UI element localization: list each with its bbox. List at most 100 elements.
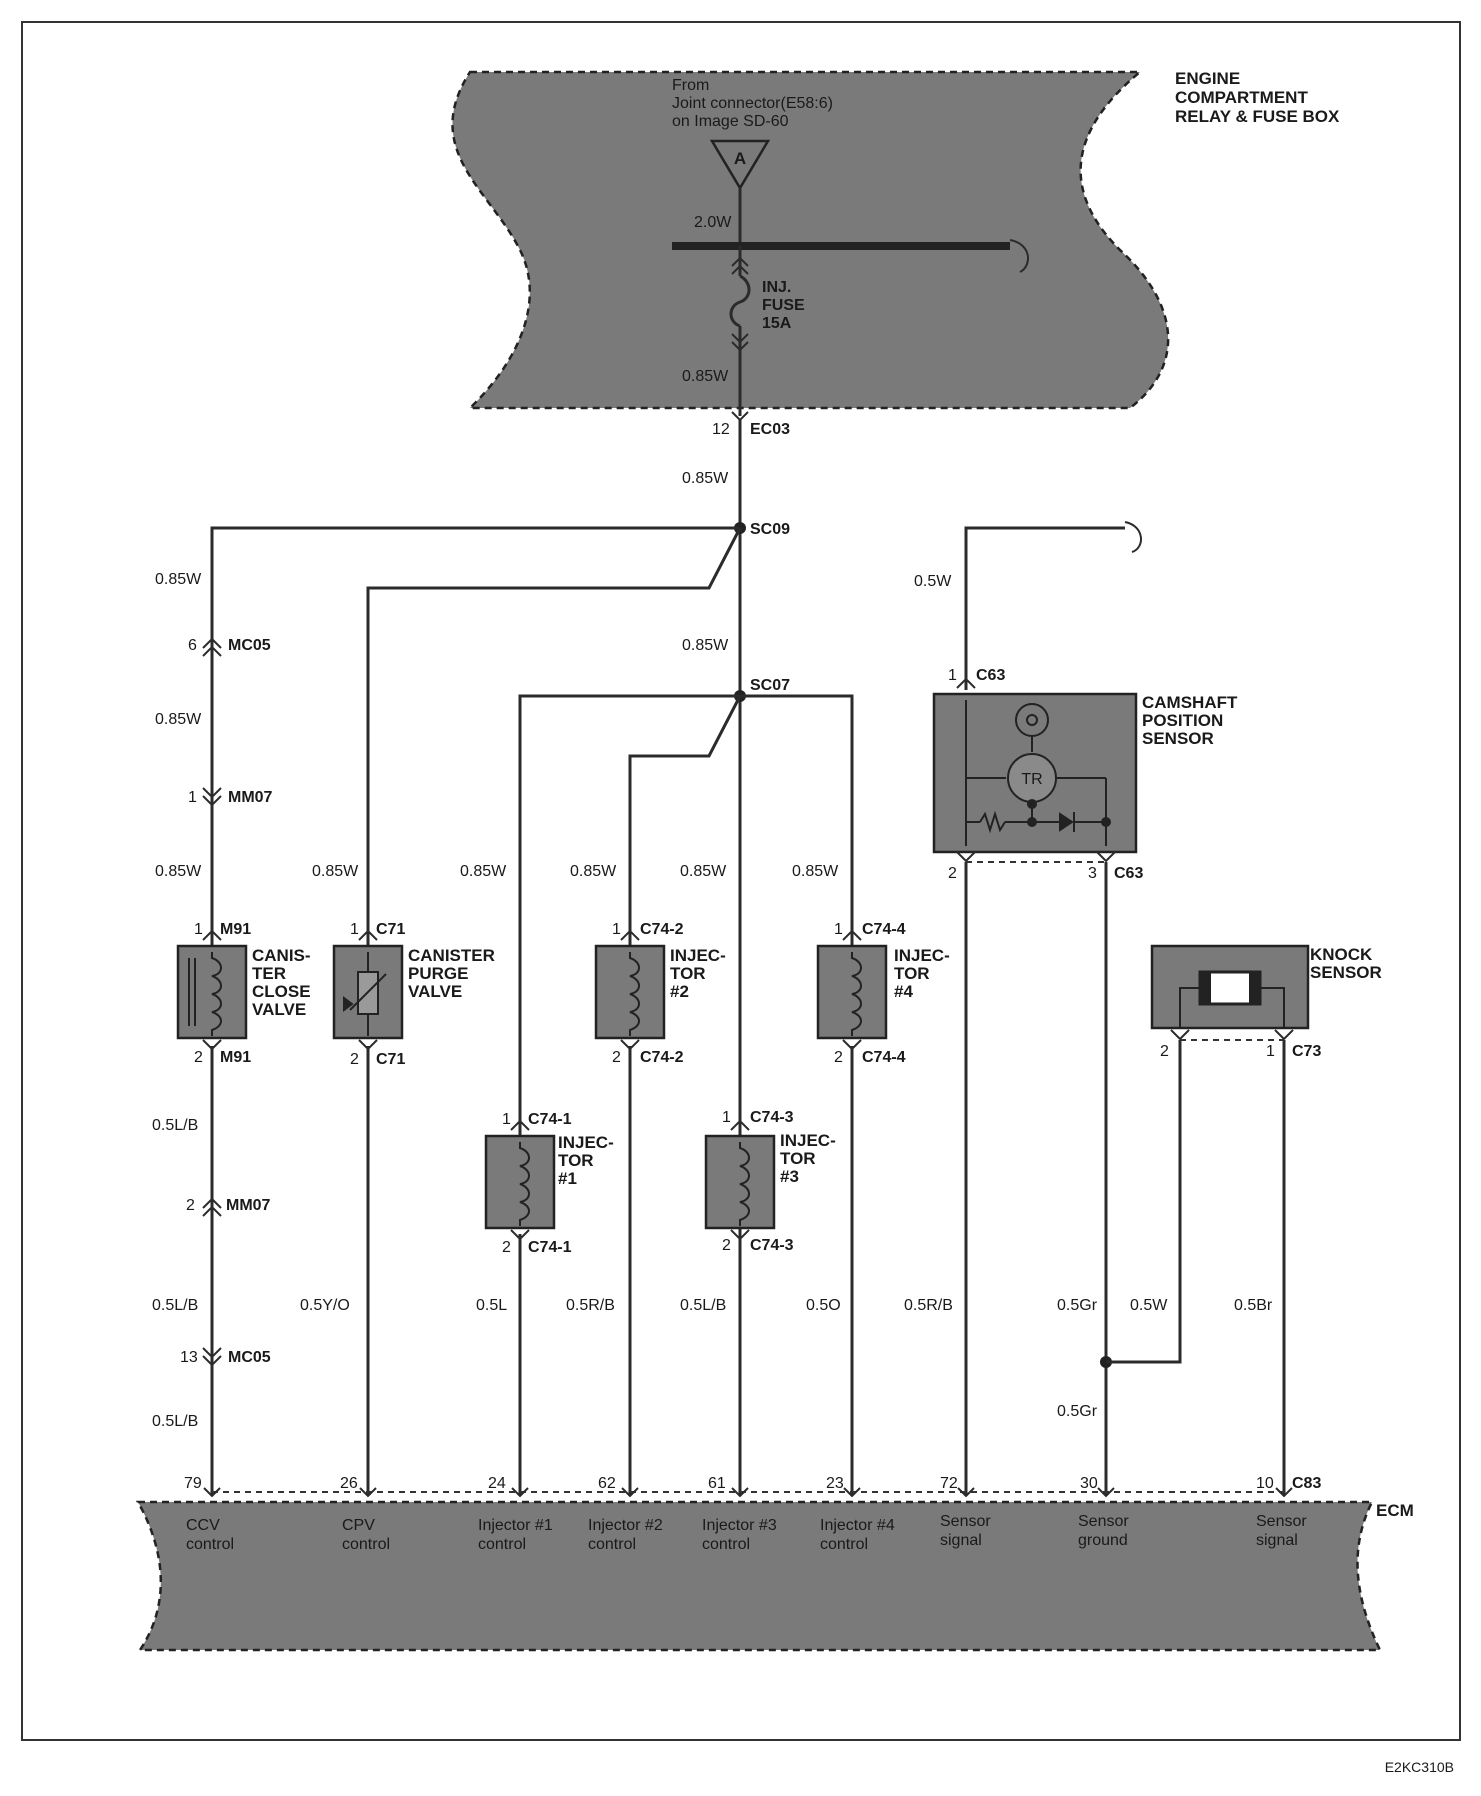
relay-fuse-box	[451, 70, 1170, 410]
c71-top-label: C71	[376, 921, 405, 938]
ccv-wire-b3: 0.5L/B	[152, 1413, 198, 1430]
cmp-label: CAMSHAFT POSITION SENSOR	[1142, 693, 1242, 748]
ecm-block	[135, 1500, 1382, 1652]
injector-3-label: INJEC- TOR #3	[780, 1131, 840, 1186]
injector-3-coil	[739, 1142, 750, 1226]
injector-4-label: INJEC- TOR #4	[894, 946, 954, 1001]
ecm-pin-injector-4: 23 Injector #4 control	[820, 1475, 899, 1553]
knock-sensor-label: KNOCK SENSOR	[1310, 945, 1382, 982]
ec03-label: EC03	[750, 421, 790, 438]
cpv-wire-top: 0.85W	[312, 863, 359, 880]
inj-fuse-label: INJ. FUSE 15A	[762, 279, 809, 332]
injector-1-label: INJEC- TOR #1	[558, 1133, 618, 1188]
c74-4-top-label: C74-4	[862, 921, 906, 938]
c83-label: C83	[1292, 1475, 1321, 1492]
ecm-pin-knock-signal: 10 Sensor signal	[1256, 1475, 1311, 1549]
ecm-pin-ccv: 79 CCV control	[184, 1475, 234, 1553]
ec03-pin: 12	[712, 421, 730, 438]
mc05-top-pin: 6	[188, 637, 197, 654]
diagram-frame	[21, 21, 1461, 1741]
m91-bottom-pin: 2	[194, 1049, 203, 1066]
c74-1-bottom-pin: 2	[502, 1239, 511, 1256]
sc09-label: SC09	[750, 521, 790, 538]
bus-wire-label: 2.0W	[694, 214, 732, 231]
ccv-wire-b1: 0.5L/B	[152, 1117, 198, 1134]
sc07-label: SC07	[750, 677, 790, 694]
injector-2-coil	[629, 952, 640, 1036]
svg-text:CPV control: CPV control	[342, 1517, 390, 1553]
inj3-wire-bottom: 0.5L/B	[680, 1297, 726, 1314]
cmp-wire-signal: 0.5R/B	[904, 1297, 953, 1314]
cmp-wire-ground: 0.5Gr	[1057, 1297, 1098, 1314]
c73-label: C73	[1292, 1043, 1321, 1060]
ecm-pin-cmp-signal: 72 Sensor signal	[940, 1475, 991, 1549]
injector-2	[594, 944, 666, 1040]
cmp-tr-label: TR	[1021, 771, 1042, 788]
svg-text:Sensor signal: Sensor signal	[1256, 1513, 1311, 1549]
svg-text:Sensor ground: Sensor ground	[1078, 1513, 1133, 1549]
ecm-title: ECM	[1376, 1501, 1414, 1520]
connector-a-triangle	[709, 139, 771, 191]
c73-pin-1: 1	[1266, 1043, 1275, 1060]
svg-text:61: 61	[708, 1475, 726, 1492]
ecm-pin-cpv: 26 CPV control	[340, 1475, 390, 1553]
ecm-pin-injector-2: 62 Injector #2 control	[588, 1475, 667, 1553]
svg-text:62: 62	[598, 1475, 616, 1492]
svg-text:30: 30	[1080, 1475, 1098, 1492]
c74-1-top-label: C74-1	[528, 1111, 572, 1128]
mc05-bottom-label: MC05	[228, 1349, 271, 1366]
inj2-wire-bottom: 0.5R/B	[566, 1297, 615, 1314]
m91-top-pin: 1	[194, 921, 203, 938]
inj1-wire-bottom: 0.5L	[476, 1297, 507, 1314]
svg-text:26: 26	[340, 1475, 358, 1492]
inj3-wire-top: 0.85W	[680, 863, 727, 880]
main-wire-label: 0.85W	[682, 470, 729, 487]
cpv-wire-bottom: 0.5Y/O	[300, 1297, 350, 1314]
svg-text:CCV control: CCV control	[186, 1517, 234, 1553]
c74-2-top-label: C74-2	[640, 921, 684, 938]
c71-bottom-pin: 2	[350, 1051, 359, 1068]
injector-4	[816, 944, 888, 1040]
svg-text:79: 79	[184, 1475, 202, 1492]
svg-text:10: 10	[1256, 1475, 1274, 1492]
inj1-wire-top: 0.85W	[460, 863, 507, 880]
c71-bottom-label: C71	[376, 1051, 405, 1068]
svg-text:72: 72	[940, 1475, 958, 1492]
ccv-wire-mid: 0.85W	[155, 711, 202, 728]
c63-top-label: C63	[976, 667, 1005, 684]
mm07-top-label: MM07	[228, 789, 273, 806]
cmp-node-2	[1027, 817, 1037, 827]
cpv-label: CANISTER PURGE VALVE	[408, 946, 500, 1001]
knock-wire-b: 0.5Br	[1234, 1297, 1273, 1314]
c74-2-bottom-pin: 2	[612, 1049, 621, 1066]
ecm-pin-sensor-ground: 30 Sensor ground	[1078, 1475, 1133, 1549]
injector-1	[484, 1134, 556, 1230]
mc05-top-label: MC05	[228, 637, 271, 654]
svg-text:23: 23	[826, 1475, 844, 1492]
c74-1-top-pin: 1	[502, 1111, 511, 1128]
cmp-node-3	[1101, 817, 1111, 827]
cmp-wire-ground-lower: 0.5Gr	[1057, 1403, 1098, 1420]
sc07-wire-label: 0.85W	[682, 637, 729, 654]
m91-top-label: M91	[220, 921, 251, 938]
injector-4-coil	[851, 952, 862, 1036]
ccv-label: CANIS- TER CLOSE VALVE	[252, 946, 315, 1019]
c74-2-top-pin: 1	[612, 921, 621, 938]
c71-top-pin: 1	[350, 921, 359, 938]
injector-2-label: INJEC- TOR #2	[670, 946, 730, 1001]
mc05-bottom-pin: 13	[180, 1349, 198, 1366]
m91-bottom-label: M91	[220, 1049, 251, 1066]
cpv-solenoid-symbol	[343, 952, 387, 1036]
mm07-bottom-label: MM07	[226, 1197, 271, 1214]
c63-pin-3: 3	[1088, 865, 1097, 882]
inj-fuse-symbol	[729, 274, 751, 328]
ecm-pin-injector-3: 61 Injector #3 control	[702, 1475, 777, 1553]
c74-2-bottom-label: C74-2	[640, 1049, 684, 1066]
ecm-pin-injector-1: 24 Injector #1 control	[478, 1475, 553, 1553]
figure-code: E2KC310B	[1385, 1759, 1454, 1775]
cmp-wire-top: 0.5W	[914, 573, 952, 590]
svg-text:Injector #2 control: Injector #2 control	[588, 1517, 667, 1553]
cmp-node-1	[1027, 799, 1037, 809]
svg-text:Injector #4 control: Injector #4 control	[820, 1517, 899, 1553]
c63-pin-2: 2	[948, 865, 957, 882]
